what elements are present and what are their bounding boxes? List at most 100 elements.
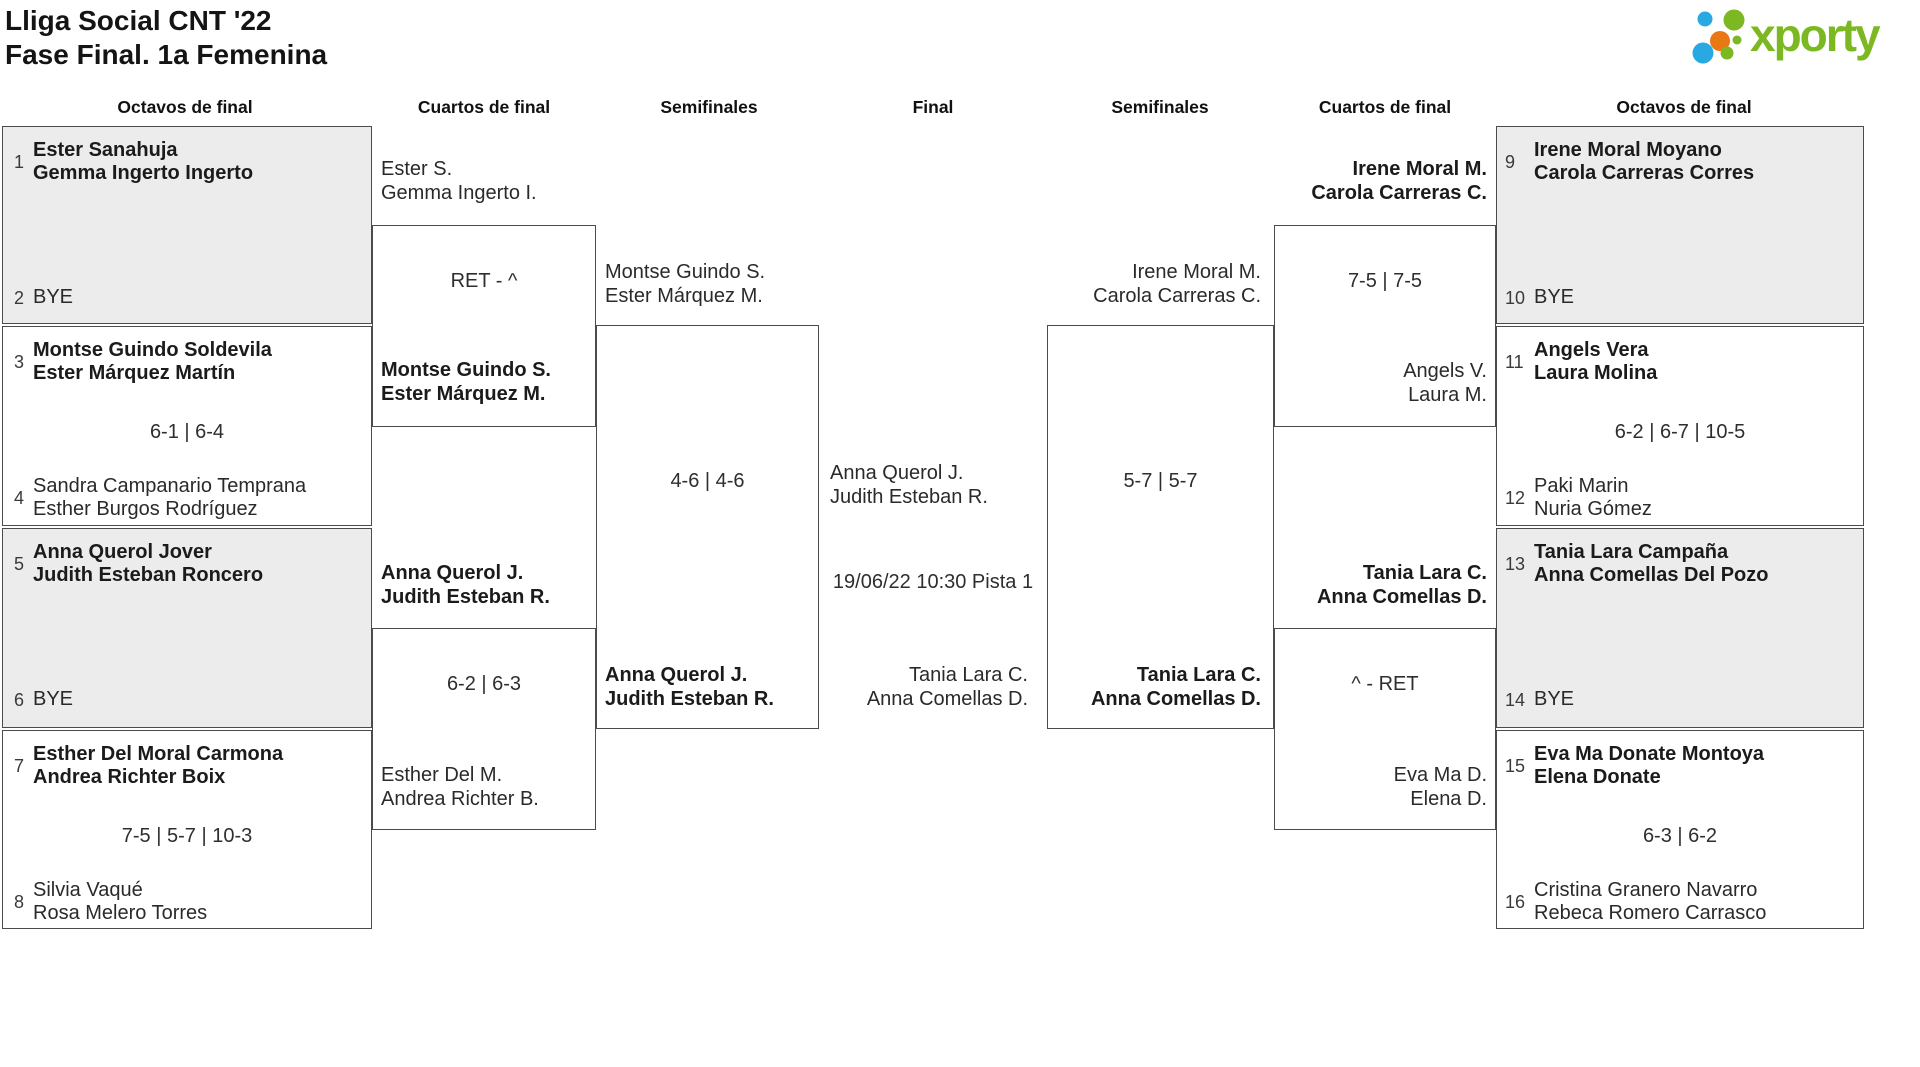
seed-number: 7 bbox=[13, 755, 24, 776]
logo-dot bbox=[1732, 35, 1742, 45]
seed-number: 13 bbox=[1505, 553, 1526, 574]
match-score: RET - ^ bbox=[450, 270, 518, 292]
match-score: 6-2 | 6-7 | 10-5 bbox=[1614, 421, 1746, 443]
seed-number: 14 bbox=[1505, 689, 1526, 710]
tournament-name: Lliga Social CNT '22 bbox=[5, 5, 272, 36]
seed-number: 10 bbox=[1505, 287, 1526, 308]
team-slot: 10 BYE bbox=[1503, 275, 1574, 321]
team-name: Irene Moral M.Carola Carreras C. bbox=[1093, 261, 1261, 307]
team-slot: 2 BYE bbox=[10, 275, 73, 321]
match-box-qf-left-2 bbox=[372, 628, 596, 830]
match-score: 6-1 | 6-4 bbox=[149, 421, 225, 443]
team-name: Irene Moral M.Carola Carreras C. bbox=[1311, 158, 1487, 204]
logo-dot bbox=[1723, 9, 1745, 31]
team-slot: 14 BYE bbox=[1503, 677, 1574, 723]
match-score: 6-3 | 6-2 bbox=[1642, 825, 1718, 847]
team-name: Tania Lara C.Anna Comellas D. bbox=[1316, 562, 1487, 608]
final-schedule: 19/06/22 10:30 Pista 1 bbox=[832, 571, 1034, 593]
team-name: Montse Guindo S.Ester Márquez M. bbox=[605, 261, 766, 307]
seed-number: 9 bbox=[1505, 151, 1516, 172]
team-name: Angels V.Laura M. bbox=[1403, 360, 1487, 406]
round-header-sf-right: Semifinales bbox=[1111, 97, 1209, 117]
team-name: Tania Lara C.Anna Comellas D. bbox=[1090, 664, 1261, 710]
round-header-r16-left: Octavos de final bbox=[117, 97, 253, 117]
team-name: BYE bbox=[33, 688, 74, 711]
team-name: Anna Querol J.Judith Esteban R. bbox=[605, 664, 774, 710]
match-box-qf-right-2 bbox=[1274, 628, 1496, 830]
seed-number: 8 bbox=[13, 891, 24, 912]
round-header-qf-right: Cuartos de final bbox=[1318, 97, 1452, 117]
seed-number: 3 bbox=[13, 351, 24, 372]
team-slot: 6 BYE bbox=[10, 677, 73, 723]
seed-number: 1 bbox=[13, 151, 24, 172]
seed-number: 11 bbox=[1505, 351, 1524, 372]
match-box-sf-left bbox=[596, 325, 819, 729]
seed-number: 16 bbox=[1505, 891, 1526, 912]
xporty-logo-text: xporty bbox=[1750, 9, 1881, 61]
team-name: BYE bbox=[1534, 286, 1575, 309]
seed-number: 12 bbox=[1505, 487, 1526, 508]
round-header-final: Final bbox=[912, 97, 954, 117]
round-header-qf-left: Cuartos de final bbox=[417, 97, 551, 117]
team-name: Tania Lara C.Anna Comellas D. bbox=[866, 664, 1028, 710]
logo-dot bbox=[1697, 11, 1713, 27]
match-box-sf-right bbox=[1047, 325, 1274, 729]
seed-number: 2 bbox=[13, 287, 24, 308]
match-score: 7-5 | 7-5 bbox=[1347, 270, 1423, 292]
page-title: Lliga Social CNT '22 Fase Final. 1a Feme… bbox=[5, 4, 327, 72]
match-score: 5-7 | 5-7 bbox=[1123, 470, 1198, 492]
round-header-r16-right: Octavos de final bbox=[1616, 97, 1752, 117]
match-score: ^ - RET bbox=[1351, 673, 1419, 695]
xporty-logo-icon bbox=[1692, 9, 1745, 64]
phase-name: Fase Final. 1a Femenina bbox=[5, 39, 328, 70]
logo-dot bbox=[1710, 31, 1730, 51]
team-name: Ester S.Gemma Ingerto I. bbox=[381, 158, 537, 204]
team-name: BYE bbox=[1534, 688, 1575, 711]
seed-number: 4 bbox=[13, 487, 24, 508]
seed-number: 15 bbox=[1505, 755, 1526, 776]
match-score: 6-2 | 6-3 bbox=[446, 673, 522, 695]
logo-dot bbox=[1692, 42, 1714, 64]
team-name: Anna Querol J.Judith Esteban R. bbox=[830, 462, 988, 508]
team-name: Anna Querol J.Judith Esteban R. bbox=[381, 562, 550, 608]
team-name: Montse Guindo S.Ester Márquez M. bbox=[381, 359, 551, 405]
round-header-sf-left: Semifinales bbox=[660, 97, 758, 117]
team-name: Eva Ma D.Elena D. bbox=[1393, 764, 1487, 810]
match-box-qf-left-1 bbox=[372, 225, 596, 427]
seed-number: 6 bbox=[13, 689, 24, 710]
match-score: 7-5 | 5-7 | 10-3 bbox=[121, 825, 253, 847]
logo-dot bbox=[1720, 46, 1734, 60]
